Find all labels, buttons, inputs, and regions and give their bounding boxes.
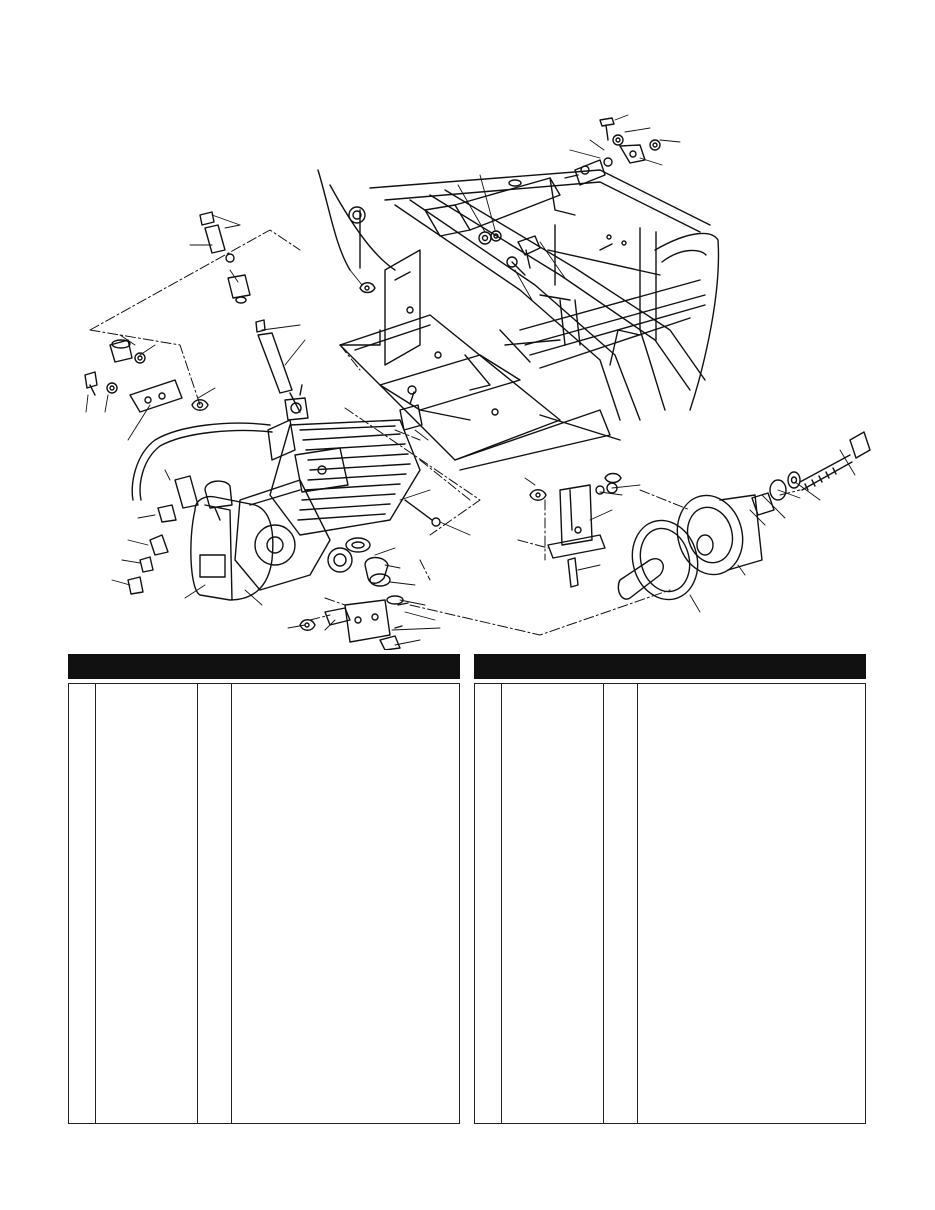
column-divider [197, 684, 198, 1123]
engine-block [190, 384, 441, 601]
fuel-line-parts [84, 211, 301, 595]
upper-hardware [359, 117, 661, 294]
table-header-bar [68, 654, 460, 679]
pulley-assembly [529, 431, 871, 601]
leader-lines [85, 114, 856, 646]
column-divider [637, 684, 638, 1123]
exploded-parts-diagram [84, 114, 871, 650]
table-header-text [68, 660, 76, 672]
column-divider [95, 684, 96, 1123]
table-header-bar [474, 654, 866, 679]
table-body [68, 683, 460, 1124]
column-divider [501, 684, 502, 1123]
parts-table-right [474, 654, 866, 1124]
frame-assembly [317, 169, 720, 471]
column-divider [603, 684, 604, 1123]
lower-mount-parts [299, 537, 409, 650]
column-divider [231, 684, 232, 1123]
assembly-lines [89, 229, 801, 636]
table-header-text [474, 660, 482, 672]
table-body [474, 683, 866, 1124]
parts-table-left [68, 654, 460, 1124]
